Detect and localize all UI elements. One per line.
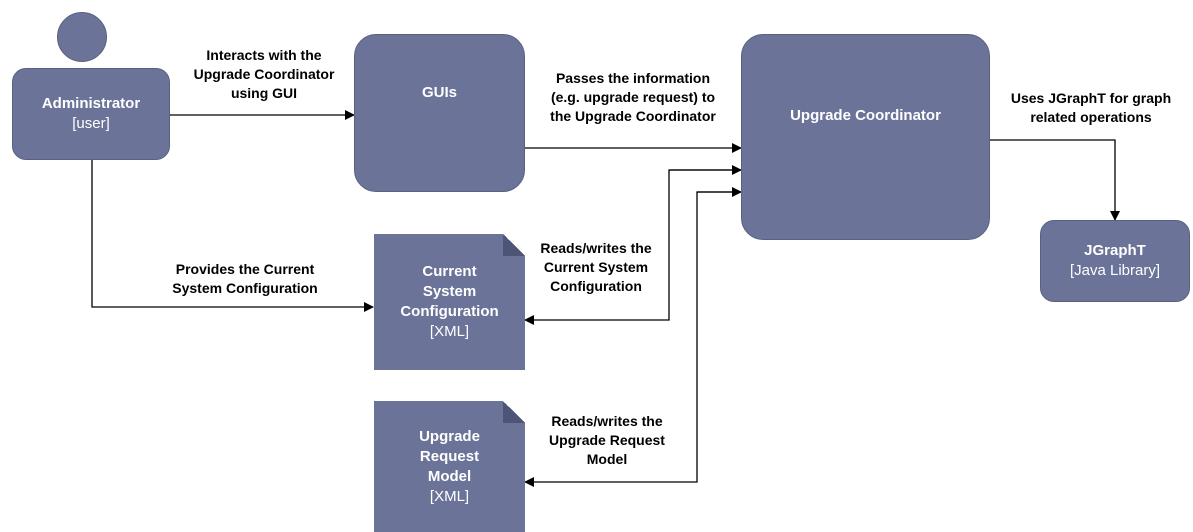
edge-label-guis-coordinator: Passes the information (e.g. upgrade req… — [550, 70, 716, 124]
request-model-line-2: Request — [419, 447, 480, 465]
current-config-line-3: Configuration — [400, 303, 499, 320]
edge-admin-config — [91, 160, 374, 312]
edge-label-admin-config: Provides the Current System Configuratio… — [172, 261, 318, 296]
edge-coordinator-jgrapht — [990, 139, 1120, 221]
edge-label-coordinator-config: Reads/writes the Current System Configur… — [540, 240, 652, 294]
upgrade-coordinator-title: Upgrade Coordinator — [790, 107, 941, 124]
request-model-line-1: Upgrade — [419, 427, 480, 445]
administrator-subtitle: [user] — [72, 115, 110, 132]
edge-label-admin-guis: Interacts with the Upgrade Coordinator u… — [193, 47, 335, 101]
current-config-document[interactable]: Current System Configuration [XML] — [374, 234, 525, 370]
current-config-subtitle: [XML] — [429, 323, 470, 340]
edge-label-coordinator-request: Reads/writes the Upgrade Request Model — [549, 413, 665, 467]
upgrade-coordinator-node[interactable]: Upgrade Coordinator — [741, 34, 990, 240]
jgrapht-title: JGraphT — [1084, 242, 1146, 259]
administrator-title: Administrator — [41, 95, 141, 112]
upgrade-request-model-document[interactable]: Upgrade Request Model [XML] — [374, 401, 525, 532]
current-config-line-1: Current — [422, 263, 477, 280]
request-model-subtitle: [XML] — [429, 487, 470, 505]
request-model-line-3: Model — [427, 467, 472, 485]
jgrapht-subtitle: [Java Library] — [1069, 262, 1161, 279]
jgrapht-node[interactable]: JGraphT [Java Library] — [1040, 220, 1190, 302]
document-fold-icon — [503, 234, 525, 256]
document-fold-icon — [503, 401, 525, 423]
administrator-node[interactable]: Administrator [user] — [12, 68, 170, 160]
administrator-head — [57, 12, 107, 62]
current-config-line-2: System — [422, 283, 477, 300]
guis-title: GUIs — [421, 84, 457, 101]
edge-label-coordinator-jgrapht: Uses JGraphT for graph related operation… — [1010, 90, 1172, 125]
guis-node[interactable]: GUIs — [354, 34, 525, 192]
